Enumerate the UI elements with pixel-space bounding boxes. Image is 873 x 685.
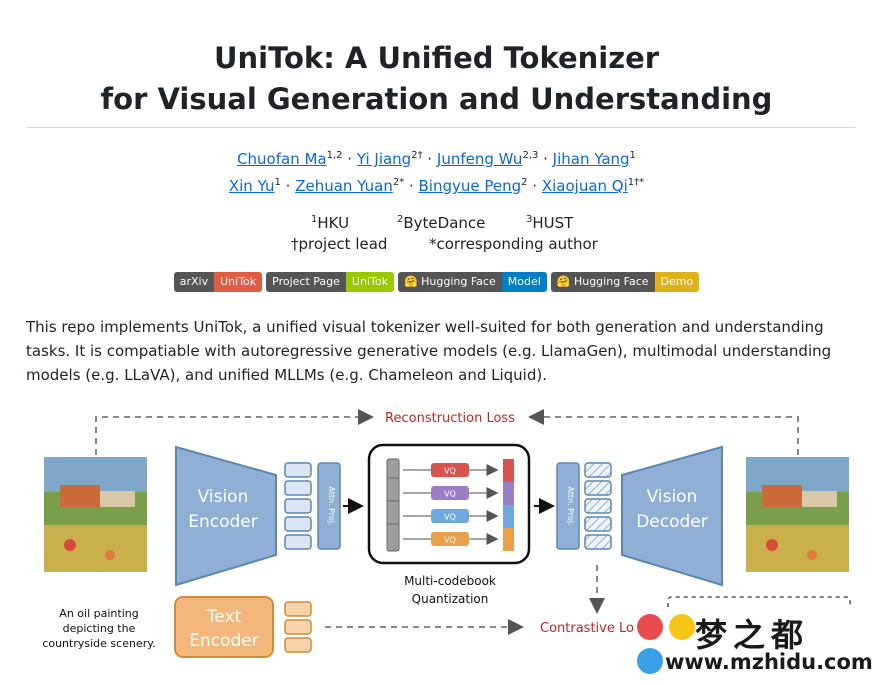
title-line-1: UniTok: A Unified Tokenizer bbox=[213, 41, 660, 75]
badge-label: arXiv bbox=[173, 272, 215, 292]
watermark: 梦之都 www.mzhidu.com bbox=[635, 608, 873, 681]
text-encoder-block: Text Encoder bbox=[174, 596, 274, 658]
watermark-url: www.mzhidu.com bbox=[665, 650, 873, 674]
note-project-lead: †project lead bbox=[291, 235, 388, 253]
quantization-label-2: Quantization bbox=[412, 592, 489, 606]
attn-proj-right: Attn. Proj. bbox=[556, 462, 580, 550]
author-link[interactable]: Yi Jiang bbox=[356, 150, 412, 168]
author-link[interactable]: Zehuan Yuan bbox=[295, 177, 393, 195]
author-line-2: Xin Yu1 · Zehuan Yuan2* · Bingyue Peng2 … bbox=[0, 171, 873, 198]
description: This repo implements UniTok, a unified v… bbox=[26, 318, 832, 384]
badge-value: UniTok bbox=[214, 272, 263, 292]
badge-value: Model bbox=[501, 272, 547, 292]
author-affiliation-mark: 2* bbox=[392, 177, 405, 188]
vq-label: VQ bbox=[444, 490, 456, 499]
author-link[interactable]: Xiaojuan Qi bbox=[541, 177, 628, 195]
page-title: UniTok: A Unified Tokenizer for Visual G… bbox=[0, 38, 873, 120]
watermark-blue-dot-icon bbox=[637, 648, 663, 674]
author-separator: · bbox=[527, 177, 542, 195]
affiliation-bytedance: 2ByteDance bbox=[397, 214, 486, 232]
title-line-2: for Visual Generation and Understanding bbox=[100, 82, 773, 116]
watermark-red-dot-icon bbox=[637, 614, 663, 640]
author-affiliation-mark: 2,3 bbox=[522, 150, 539, 161]
author-link[interactable]: Junfeng Wu bbox=[436, 150, 523, 168]
author-list: Chuofan Ma1,2 · Yi Jiang2† · Junfeng Wu2… bbox=[0, 144, 873, 198]
caption-line-3: countryside scenery. bbox=[42, 637, 155, 650]
contrastive-loss-label: Contrastive Lo bbox=[540, 621, 634, 636]
title-divider bbox=[26, 127, 856, 128]
author-affiliation-mark: 2 bbox=[521, 177, 528, 188]
caption-line-2: depicting the bbox=[63, 622, 136, 635]
vq-codebook-box bbox=[431, 463, 469, 477]
vision-decoder-label-1: Vision bbox=[647, 487, 698, 507]
watermark-yellow-dot-icon bbox=[669, 614, 695, 640]
text-tokens bbox=[284, 601, 312, 653]
author-separator: · bbox=[342, 150, 357, 168]
watermark-brand: 梦之都 bbox=[695, 616, 810, 654]
quantization-box: VQ VQ VQ VQ bbox=[367, 443, 531, 565]
badge-label: 🤗 Hugging Face bbox=[550, 272, 655, 292]
badge-label: Project Page bbox=[266, 272, 346, 292]
reconstruction-loss-label: Reconstruction Loss bbox=[385, 411, 515, 426]
vq-codebook-box bbox=[431, 509, 469, 523]
vision-decoder-block: Vision Decoder bbox=[621, 445, 723, 587]
output-painting-image bbox=[746, 457, 849, 572]
attn-proj-left: Attn. Proj. bbox=[317, 462, 341, 550]
vision-encoder-block: Vision Encoder bbox=[175, 445, 277, 587]
attn-proj-left-label: Attn. Proj. bbox=[327, 486, 336, 525]
author-link[interactable]: Bingyue Peng bbox=[418, 177, 522, 195]
author-line-1: Chuofan Ma1,2 · Yi Jiang2† · Junfeng Wu2… bbox=[0, 144, 873, 171]
author-separator: · bbox=[538, 150, 553, 168]
author-link[interactable]: Xin Yu bbox=[228, 177, 275, 195]
quantization-label-1: Multi-codebook bbox=[404, 574, 496, 588]
architecture-figure: Reconstruction Loss Vision Encoder Attn.… bbox=[0, 395, 873, 685]
author-separator: · bbox=[280, 177, 296, 195]
author-affiliation-mark: 1†* bbox=[627, 177, 645, 188]
author-link[interactable]: Chuofan Ma bbox=[237, 150, 327, 168]
vq-label: VQ bbox=[444, 513, 456, 522]
caption-line-1: An oil painting bbox=[59, 607, 138, 620]
author-affiliation-mark: 1 bbox=[274, 177, 281, 188]
note-corresponding-author: *corresponding author bbox=[429, 235, 598, 253]
badge-label: 🤗 Hugging Face bbox=[397, 272, 502, 292]
author-separator: · bbox=[422, 150, 437, 168]
author-link[interactable]: Jihan Yang bbox=[552, 150, 630, 168]
vision-decoder-label-2: Decoder bbox=[636, 512, 708, 532]
attn-proj-right-label: Attn. Proj. bbox=[566, 486, 575, 525]
vision-encoder-label-2: Encoder bbox=[188, 512, 258, 532]
vq-codebook-box bbox=[431, 532, 469, 546]
author-affiliation-mark: 2† bbox=[411, 150, 423, 161]
badge-value: UniTok bbox=[345, 272, 394, 292]
badge-value: Demo bbox=[654, 272, 700, 292]
affiliation-hku: 1HKU bbox=[311, 214, 350, 232]
author-affiliation-mark: 1 bbox=[629, 150, 636, 161]
input-painting-image bbox=[44, 457, 147, 572]
vq-label: VQ bbox=[444, 467, 456, 476]
affiliation-hust: 3HUST bbox=[526, 214, 574, 232]
encoder-tokens bbox=[284, 462, 312, 550]
vq-codebook-box bbox=[431, 486, 469, 500]
text-encoder-label-1: Text bbox=[206, 607, 242, 627]
vq-label: VQ bbox=[444, 536, 456, 545]
vision-encoder-label-1: Vision bbox=[198, 487, 249, 507]
text-encoder-label-2: Encoder bbox=[189, 631, 259, 651]
reconstruction-path bbox=[95, 409, 799, 455]
author-separator: · bbox=[404, 177, 419, 195]
decoder-tokens bbox=[584, 462, 612, 550]
author-affiliation-mark: 1,2 bbox=[326, 150, 343, 161]
